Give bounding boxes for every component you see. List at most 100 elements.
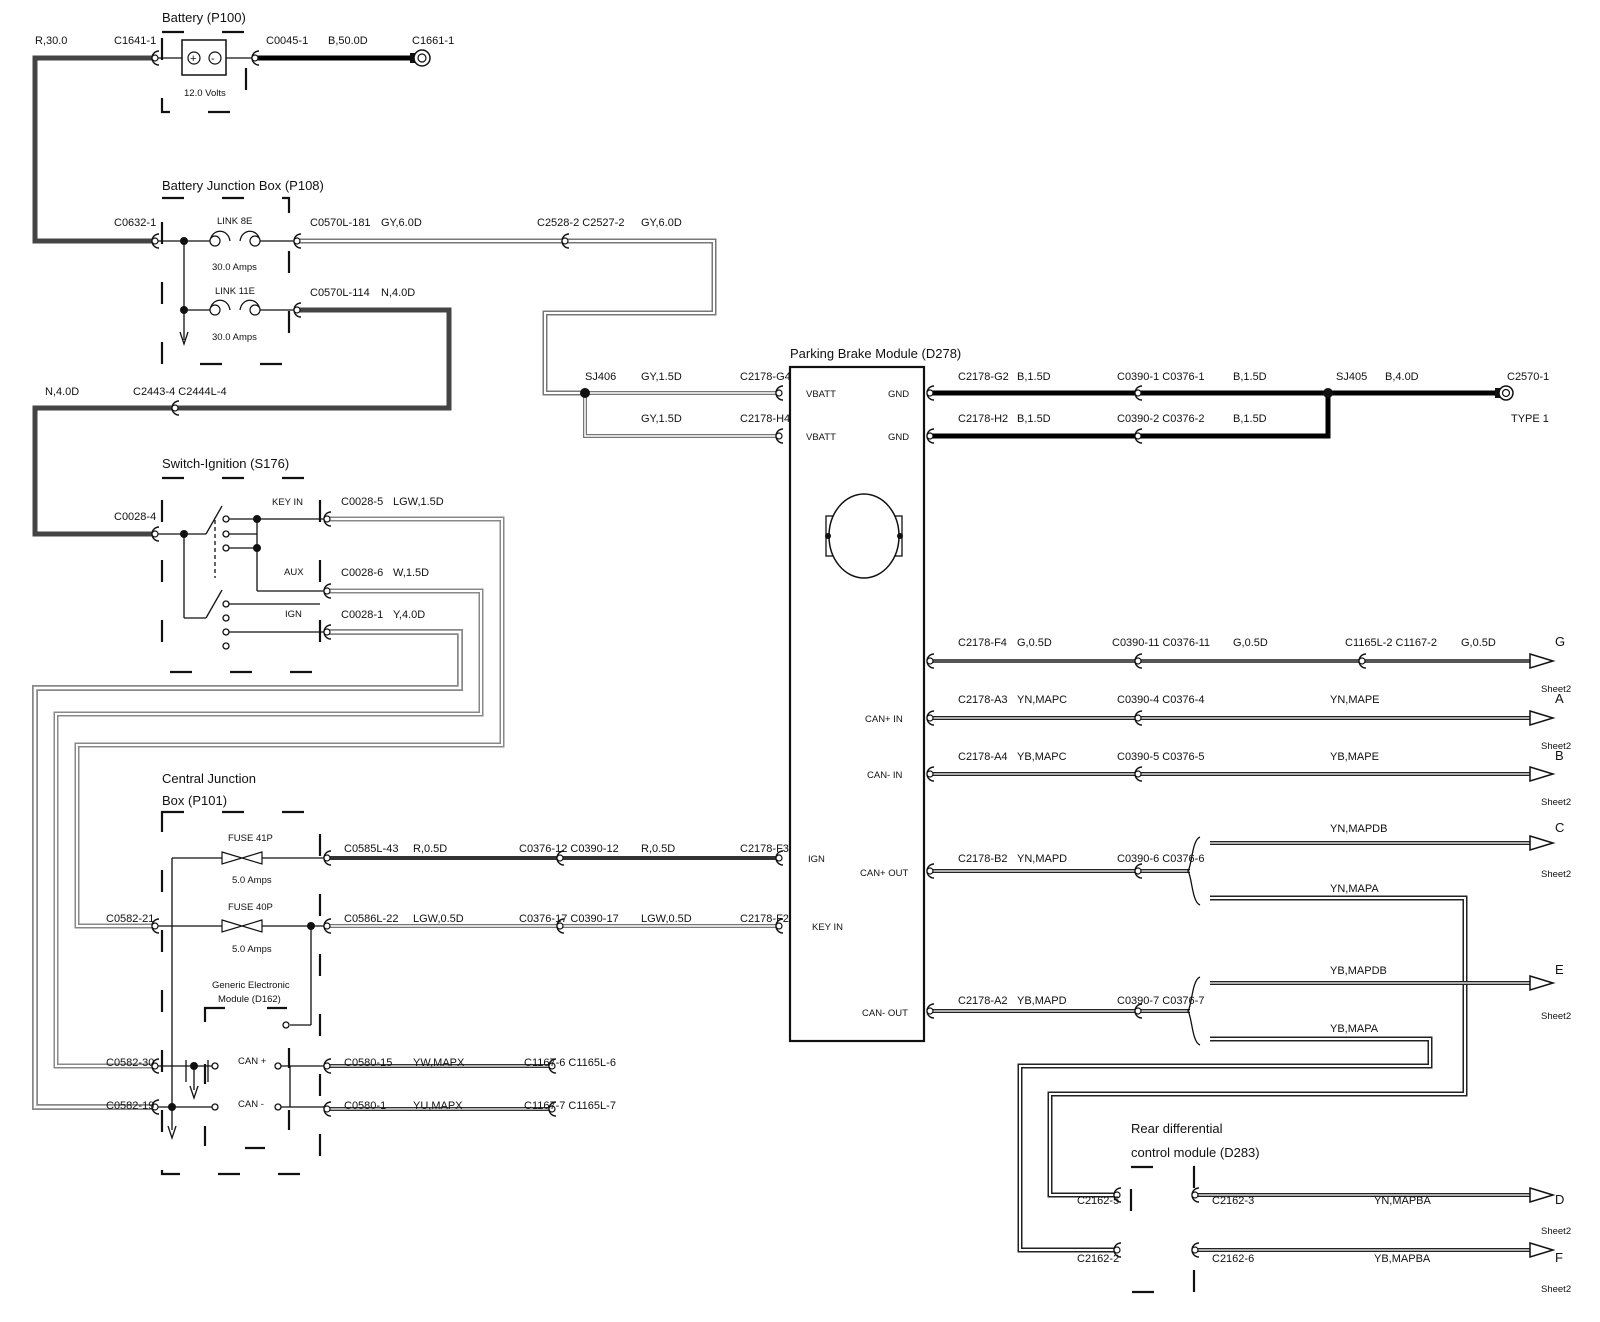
label-c2162-2: C2162-2	[1077, 1253, 1119, 1265]
label-c1167-7: C1167-7 C1165L-7	[524, 1100, 616, 1112]
pbm-key-in: KEY IN	[812, 922, 843, 933]
plus-terminal-glyph: +	[190, 53, 196, 65]
ignition-title: Switch-Ignition (S176)	[162, 456, 289, 471]
label-gy15-b: GY,1.5D	[641, 413, 682, 425]
splice-sj406	[580, 388, 590, 398]
label-ybmapd: YB,MAPD	[1017, 995, 1067, 1007]
label-type1: TYPE 1	[1511, 413, 1549, 425]
label-gy6-a: GY,6.0D	[381, 217, 422, 229]
rdcm-title-1: Rear differential	[1131, 1121, 1223, 1136]
connector-pin-dot	[151, 1103, 159, 1111]
connector-pin-dot	[151, 530, 159, 538]
gem-label-2: Module (D162)	[218, 994, 281, 1005]
label-ynmapa: YN,MAPA	[1330, 883, 1379, 895]
label-c1641: C1641-1	[114, 35, 156, 47]
bjb-title: Battery Junction Box (P108)	[162, 178, 324, 193]
label-b: B	[1555, 748, 1564, 763]
label-b50: B,50.0D	[328, 35, 368, 47]
switch-ignition: Switch-Ignition (S176) KEY IN AUX IGN	[155, 456, 327, 674]
label-ybmapba: YB,MAPBA	[1374, 1253, 1431, 1265]
label-ynmapc: YN,MAPC	[1017, 694, 1067, 706]
fuse-40p-label: FUSE 40P	[228, 902, 273, 913]
label-c0586: C0586L-22	[344, 913, 398, 925]
connector-pin-dot	[1113, 1191, 1121, 1199]
label-ybmapdb: YB,MAPDB	[1330, 965, 1387, 977]
label-c1165-2: C1165L-2 C1167-2	[1345, 637, 1437, 649]
label-gy6-b: GY,6.0D	[641, 217, 682, 229]
label-ybmapc: YB,MAPC	[1017, 751, 1067, 763]
label-c0580-1: C0580-1	[344, 1100, 386, 1112]
wire-gy15	[583, 391, 779, 438]
connector-pin-dot	[926, 432, 934, 440]
label-c2443: C2443-4 C2444L-4	[133, 386, 227, 398]
label-c0045: C0045-1	[266, 35, 308, 47]
pbm-can-plus-out: CAN+ OUT	[860, 868, 908, 879]
offsheet-arrow-icon	[1529, 834, 1556, 852]
label-f: F	[1555, 1250, 1563, 1265]
labels: R,30.0 C1641-1 C0045-1 B,50.0D C1661-1 C…	[35, 35, 1571, 1295]
label-c2162-5: C2162-5	[1077, 1195, 1119, 1207]
label-c2178-a4: C2178-A4	[958, 751, 1008, 763]
label-c0390-1: C0390-1 C0376-1	[1117, 371, 1204, 383]
label-b15-a: B,1.5D	[1017, 371, 1051, 383]
connector-pin-dot	[1191, 1191, 1199, 1199]
connector-pin-dot	[151, 1062, 159, 1070]
label-lgw15: LGW,1.5D	[393, 496, 444, 508]
gem-can-plus: CAN +	[238, 1056, 267, 1067]
label-c0376-17: C0376-17 C0390-17	[519, 913, 619, 925]
connector-pin-dot	[323, 1062, 331, 1070]
label-r05-a: R,0.5D	[413, 843, 447, 855]
label-n4-a: N,4.0D	[381, 287, 415, 299]
connector-pin-dot	[293, 237, 301, 245]
central-junction-box: Central Junction Box (P101) FUSE 41P 5.0…	[155, 771, 327, 1176]
connector-pin-dot	[323, 628, 331, 636]
connector-pin-dot	[926, 714, 934, 722]
sheet2-label-a: Sheet2	[1541, 741, 1571, 752]
splice-brace	[1187, 836, 1201, 906]
pbm-vbatt-2: VBATT	[806, 432, 836, 443]
connector-pin-dot	[151, 922, 159, 930]
label-c0390-2: C0390-2 C0376-2	[1117, 413, 1204, 425]
connector-pin-dot	[548, 1062, 556, 1070]
sheet2-label-b: Sheet2	[1541, 797, 1571, 808]
connector-pins	[151, 50, 1367, 1258]
link-8e-label: LINK 8E	[217, 216, 252, 227]
label-c2162-6: C2162-6	[1212, 1253, 1254, 1265]
label-c0582-30: C0582-30	[106, 1057, 154, 1069]
label-c2178-f2: C2178-F2	[740, 913, 789, 925]
connector-pin-dot	[323, 854, 331, 862]
label-c0582-21: C0582-21	[106, 913, 154, 925]
wire-can-minus-out	[930, 981, 1530, 1253]
label-g: G	[1555, 634, 1565, 649]
connector-pin-dot	[151, 54, 159, 62]
connector-pin-dot	[1134, 389, 1142, 397]
label-yumapx: YU,MAPX	[413, 1100, 463, 1112]
connector-pin-dot	[775, 922, 783, 930]
label-ynmapba: YN,MAPBA	[1374, 1195, 1432, 1207]
gem-can-minus: CAN -	[238, 1099, 264, 1110]
connector-pin-dot	[926, 657, 934, 665]
label-b15-b: B,1.5D	[1233, 371, 1267, 383]
label-c2178-a3: C2178-A3	[958, 694, 1008, 706]
offsheet-arrow-icon	[1529, 1241, 1556, 1259]
splice-brace	[1187, 976, 1201, 1046]
battery-junction-box: Battery Junction Box (P108) LINK 8E 30.0…	[155, 178, 324, 366]
label-g05-a: G,0.5D	[1017, 637, 1052, 649]
connector-pin-dot	[1134, 1007, 1142, 1015]
label-n4-b: N,4.0D	[45, 386, 79, 398]
label-b15-d: B,1.5D	[1233, 413, 1267, 425]
label-c2178-h4: C2178-H4	[740, 413, 790, 425]
label-ynmape: YN,MAPE	[1330, 694, 1380, 706]
wire-gy6	[297, 238, 717, 396]
label-c2528: C2528-2 C2527-2	[537, 217, 624, 229]
connector-pin-dot	[323, 1105, 331, 1113]
label-r05-b: R,0.5D	[641, 843, 675, 855]
connector-pin-dot	[926, 867, 934, 875]
label-a: A	[1555, 691, 1564, 706]
fuse-41p-label: FUSE 41P	[228, 833, 273, 844]
pbm-can-minus-in: CAN- IN	[867, 770, 903, 781]
battery-voltage: 12.0 Volts	[184, 88, 226, 99]
connector-pin-dot	[561, 237, 569, 245]
connector-pin-dot	[926, 770, 934, 778]
label-c0376-12: C0376-12 C0390-12	[519, 843, 619, 855]
